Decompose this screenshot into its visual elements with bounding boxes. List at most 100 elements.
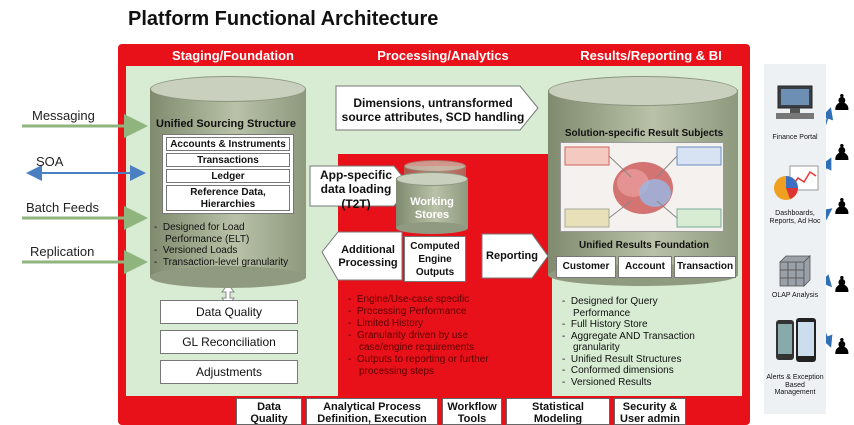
bottom-box-line: Tools (457, 413, 487, 425)
consumer-label-alerts: Alerts & Exception Based Management (766, 374, 824, 397)
bottom-box-security: Security & User admin (614, 398, 686, 425)
computed-line-3: Outputs (415, 267, 455, 278)
working-store-cylinder (396, 178, 468, 228)
adjustments-box: Adjustments (160, 360, 298, 384)
user-icon: ♟ (832, 194, 852, 219)
reporting-arrow-shape (481, 233, 549, 279)
bottom-box-line: User admin (620, 413, 680, 425)
sourcing-bullet: - Versioned Loads (154, 245, 238, 256)
processing-bullet: - Granularity driven by use (348, 330, 469, 341)
processing-bullet: - Limited History (348, 318, 424, 329)
results-bullet: - Unified Result Structures (562, 353, 682, 365)
app-specific-line-1: App-specific (319, 168, 392, 182)
user-icon: ♟ (832, 140, 852, 165)
sourcing-item-accounts: Accounts & Instruments (166, 137, 290, 151)
dimensions-line-1: Dimensions, untransformed (353, 96, 513, 110)
results-foundation-label: Unified Results Foundation (579, 240, 709, 251)
additional-processing-line-1: Additional (341, 244, 395, 256)
bottom-box-line: Definition, Execution (317, 413, 427, 425)
sourcing-bullets: - Designed for Load Performance (ELT) - … (154, 222, 334, 268)
working-store-cylinder-top (396, 172, 468, 186)
sourcing-cylinder-bottom (150, 266, 306, 288)
app-specific-line-2: data loading (320, 182, 392, 197)
processing-bullets: - Engine/Use-case specific - Processing … (348, 294, 548, 378)
bottom-box-analytical-process: Analytical Process Definition, Execution (306, 398, 438, 425)
sourcing-bullet: - Transaction-level granularity (154, 256, 289, 268)
user-icon: ♟ (832, 334, 852, 359)
reporting-label: Reporting (486, 250, 538, 262)
column-header-results: Results/Reporting & BI (580, 48, 722, 63)
data-quality-box: Data Quality (160, 300, 298, 324)
user-icon: ♟ (832, 90, 852, 115)
user-icon: ♟ (832, 272, 852, 297)
gl-reconciliation-box: GL Reconciliation (160, 330, 298, 354)
processing-bullet: - Outputs to reporting or further (348, 354, 489, 365)
processing-bullet: processing steps (359, 366, 435, 377)
sourcing-title: Unified Sourcing Structure (156, 118, 296, 130)
processing-bullet: - Processing Performance (348, 306, 467, 317)
computed-engine-outputs-box: Computed Engine Outputs (404, 236, 466, 282)
result-subjects-graphic (560, 142, 724, 232)
results-tab-account: Account (618, 256, 672, 278)
results-title: Solution-specific Result Subjects (564, 128, 724, 139)
olap-cube-icon (779, 255, 811, 287)
input-soa: SOA (36, 154, 64, 169)
results-bullets: - Designed for Query Performance - Full … (562, 296, 748, 388)
results-tab-customer: Customer (556, 256, 616, 278)
working-store-cylinder-bottom (396, 222, 468, 234)
computed-line-1: Computed (410, 241, 460, 252)
working-stores-line-1: Working (410, 196, 454, 208)
working-stores-line-2: Stores (414, 208, 450, 221)
additional-processing-line-2: Processing (338, 257, 398, 270)
page-title: Platform Functional Architecture (128, 8, 439, 30)
bottom-box-line: Modeling (533, 413, 583, 425)
bottom-box-line: Quality (250, 413, 288, 425)
bottom-box-line: Workflow (447, 401, 497, 413)
consumer-label-finance-portal: Finance Portal (772, 134, 818, 141)
sourcing-cylinder-top (150, 76, 306, 102)
additional-processing-arrow-shape (321, 231, 403, 281)
working-store-cylinder-back-top (404, 160, 466, 172)
dimensions-line-2: source attributes, SCD handling (341, 110, 525, 125)
computer-icon (776, 85, 814, 119)
bottom-box-statistical-modeling: Statistical Modeling (506, 398, 610, 425)
additional-processing-label: Additional Processing (334, 244, 402, 270)
results-bullet: - Aggregate AND Transaction (562, 330, 695, 342)
results-bullet: - Conformed dimensions (562, 365, 674, 376)
bottom-box-data-quality: Data Quality (236, 398, 302, 425)
results-bullet: - Designed for Query (562, 296, 658, 307)
input-batch-feeds: Batch Feeds (26, 200, 99, 215)
input-replication: Replication (30, 244, 95, 259)
input-messaging: Messaging (32, 108, 95, 123)
column-header-processing: Processing/Analytics (377, 48, 509, 63)
bottom-box-line: Statistical (532, 401, 584, 413)
bottom-box-line: Analytical Process (323, 401, 421, 413)
dimensions-arrow-shape (335, 85, 539, 131)
results-bullet: granularity (573, 342, 620, 353)
results-cylinder-top (548, 76, 738, 106)
mobile-icon (776, 318, 816, 362)
results-bullet: - Versioned Results (562, 376, 652, 388)
bottom-box-workflow-tools: Workflow Tools (442, 398, 502, 425)
bottom-box-line: Security & (622, 401, 678, 413)
sourcing-item-transactions: Transactions (166, 153, 290, 167)
sourcing-item-ledger: Ledger (166, 169, 290, 183)
processing-bullet: - Engine/Use-case specific (348, 294, 470, 305)
sourcing-bullet: Performance (ELT) (165, 233, 250, 245)
app-specific-line-3: (T2T) (341, 196, 371, 211)
results-bullet: - Full History Store (562, 319, 648, 330)
results-bullet: Performance (573, 307, 631, 319)
column-header-staging: Staging/Foundation (171, 48, 295, 63)
dimensions-arrow-label: Dimensions, untransformed source attribu… (336, 96, 530, 125)
results-tab-transaction: Transaction (674, 256, 736, 278)
app-specific-label: App-specific data loading (T2T) (310, 168, 402, 211)
sourcing-bullet: - Designed for Load (154, 222, 245, 233)
consumer-label-dashboards: Dashboards, Reports, Ad Hoc (769, 210, 821, 225)
computed-line-2: Engine (418, 254, 452, 265)
working-stores-label: Working Stores (396, 196, 468, 221)
sourcing-item-reference-data: Reference Data, Hierarchies (166, 185, 290, 211)
dashboard-icon (774, 165, 819, 200)
result-subjects-diagram (564, 146, 722, 228)
bottom-box-line: Data (257, 401, 281, 413)
